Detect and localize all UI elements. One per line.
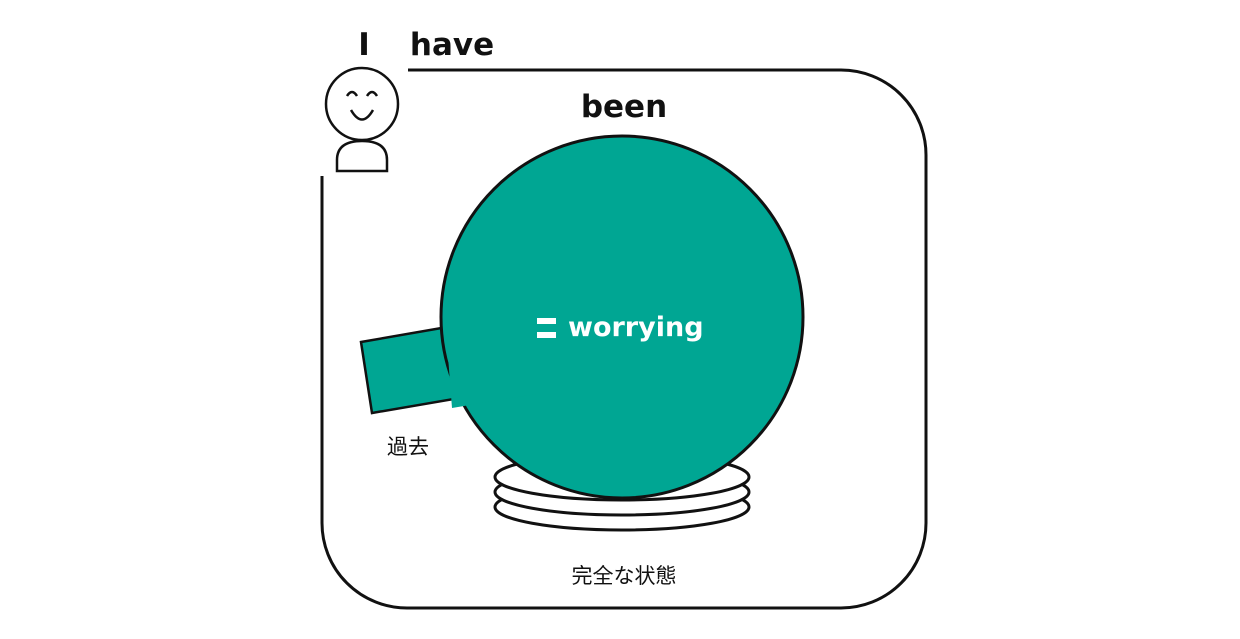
word-worrying: worrying [568,312,704,343]
arm-merge-patch [446,312,560,408]
equals-sign-icon [537,318,556,338]
label-complete-state: 完全な状態 [572,564,677,588]
word-been: been [581,89,667,125]
word-i: I [358,27,370,63]
smiling-person-icon [324,66,400,173]
label-past: 過去 [387,435,429,459]
word-have: have [410,27,494,63]
sphere-icon [439,134,805,500]
state-frame [320,68,928,610]
